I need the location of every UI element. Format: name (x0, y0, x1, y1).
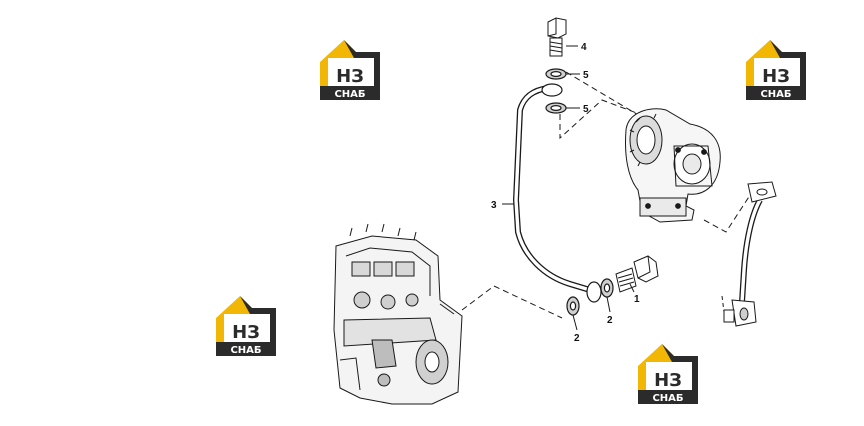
callout-1: 1 (634, 294, 640, 305)
svg-text:СНАБ: СНАБ (334, 89, 365, 100)
oil-return-pipe (723, 181, 777, 327)
washer-5-lower (545, 102, 567, 114)
watermark-logo-3: НЗ СНАБ (216, 296, 276, 356)
washer-2-left (566, 296, 580, 316)
svg-text:НЗ: НЗ (232, 322, 260, 343)
callout-4: 4 (581, 42, 587, 53)
watermark-logo-2: НЗ СНАБ (746, 40, 806, 100)
leader-engine (461, 285, 563, 319)
banjo-bolt-bottom (615, 255, 659, 293)
engine-block (333, 223, 463, 405)
leader-return-bottom (721, 295, 725, 313)
oil-pipe (512, 83, 602, 303)
callout-5-upper: 5 (583, 70, 589, 81)
leader-turbo-upper (559, 99, 651, 140)
turbocharger (625, 108, 721, 223)
watermark-logo-4: НЗ СНАБ (638, 344, 698, 404)
washer-2-right (600, 278, 614, 298)
svg-text:НЗ: НЗ (654, 370, 682, 391)
leader-bolt-turbo (565, 71, 641, 117)
washer-5-upper (545, 68, 567, 80)
watermark-logo-1: НЗ СНАБ (320, 40, 380, 100)
svg-text:СНАБ: СНАБ (652, 393, 683, 404)
banjo-bolt-top (547, 17, 567, 57)
callout-leaders (502, 45, 635, 331)
svg-text:НЗ: НЗ (336, 66, 364, 87)
svg-text:СНАБ: СНАБ (230, 345, 261, 356)
svg-text:СНАБ: СНАБ (760, 89, 791, 100)
callout-2-left: 2 (574, 333, 580, 344)
callout-3: 3 (491, 200, 497, 211)
svg-text:НЗ: НЗ (762, 66, 790, 87)
callout-2-right: 2 (607, 315, 613, 326)
callout-5-lower: 5 (583, 104, 589, 115)
leader-return (703, 185, 757, 233)
